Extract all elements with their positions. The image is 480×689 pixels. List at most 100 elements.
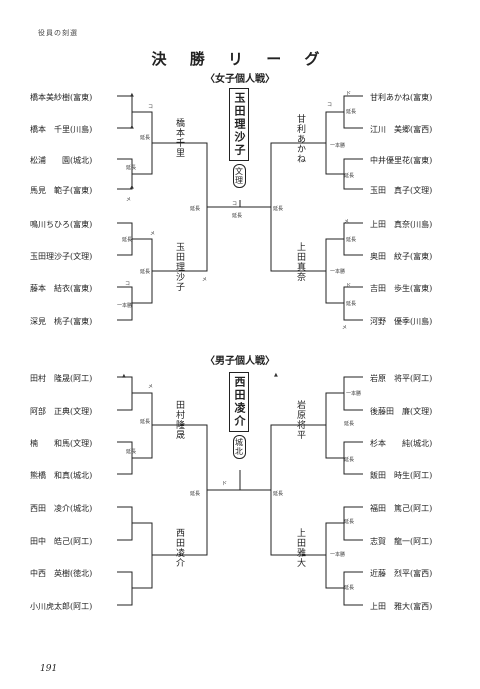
mark-ko: コ [148,104,154,110]
player-m-l5: 田中 皓己(阿工) [30,537,93,546]
mark-encho: 延長 [140,135,151,141]
mark-triangle: ▲ [130,92,134,98]
mark-encho: 延長 [346,237,357,243]
semi-m-right-top: 岩原将平 [295,400,305,440]
player-w-l7: 深見 桃子(富東) [30,317,93,326]
player-m-l1: 阿部 正典(文理) [30,407,93,416]
semi-w-left-bottom: 玉田理沙子 [174,242,184,292]
player-w-r1: 江川 美郷(富西) [370,125,433,134]
mark-me: メ [148,384,154,390]
player-m-r0: 岩原 将平(阿工) [370,374,433,383]
page-header: 役員の刻選 [38,29,78,37]
mark-encho: 延長 [344,585,355,591]
player-w-r3: 玉田 真子(文理) [370,186,433,195]
player-w-l3: 馬見 範子(富東) [30,186,93,195]
mark-me: メ [126,197,132,203]
mark-ko: コ [327,102,333,108]
player-m-l0: 田村 隆晟(阿工) [30,374,93,383]
mark-me: メ [150,231,156,237]
section-subtitle-women: 〈女子個人戦〉 [205,74,275,85]
player-m-r4: 福田 篤己(阿工) [370,504,433,513]
player-w-r5: 奥田 紋子(富東) [370,252,433,261]
section-subtitle-men: 〈男子個人戦〉 [205,356,275,367]
player-m-r6: 近藤 烈平(富西) [370,569,433,578]
mark-ippon: 一本勝 [346,391,362,397]
player-w-r0: 甘利あかね(富東) [370,93,433,102]
player-m-r3: 飯田 時生(阿工) [370,471,433,480]
player-w-r4: 上田 真奈(川島) [370,220,433,229]
mark-encho: 延長 [346,301,357,307]
player-w-r7: 河野 優季(川島) [370,317,433,326]
champion-women-school: 文理 [232,164,246,188]
mark-ippon: 一本勝 [330,143,346,149]
player-m-r5: 志賀 龍一(阿工) [370,537,433,546]
page-number: 191 [40,664,58,674]
bracket-m-l-r1a [117,376,133,411]
mark-encho: 延長 [140,269,151,275]
player-m-l4: 西田 凌介(城北) [30,504,93,513]
mark-encho: 延長 [190,491,201,497]
page-title: 決 勝 リ ー グ [151,50,329,68]
mark-ippon: 一本勝 [330,269,346,275]
champion-men-name: 西田凌介 [229,372,249,432]
player-w-l5: 玉田理沙子(文理) [30,252,93,261]
mark-ko: コ [232,201,238,207]
mark-encho: 延長 [344,173,355,179]
mark-me: メ [342,325,348,331]
mark-encho: 延長 [273,491,284,497]
mark-ko: コ [125,281,131,287]
mark-encho: 延長 [122,237,133,243]
player-w-r2: 中井優里花(富東) [370,156,433,165]
semi-w-left-top: 橋本千里 [174,118,184,158]
player-w-l6: 藤本 結衣(富東) [30,284,93,293]
mark-do: ド [222,481,228,487]
mark-triangle: ▲ [274,372,278,378]
bracket-m-l-r1b [117,441,133,475]
mark-me: メ [344,219,350,225]
mark-encho: 延長 [344,421,355,427]
player-w-l4: 鳴川ちひろ(富東) [30,220,93,229]
mark-encho: 延長 [140,419,151,425]
mark-encho: 延長 [273,206,284,212]
bracket-m-l-r2b [132,522,153,589]
mark-triangle: ▲ [130,184,134,190]
player-m-l6: 中西 英樹(徳北) [30,569,93,578]
bracket-m-l-r1c [117,506,133,541]
player-w-l1: 橋本 千里(川島) [30,125,93,134]
mark-triangle: ▲ [130,124,134,130]
player-w-l0: 橋本美紗樹(富東) [30,93,93,102]
bracket-m-l-r1d [117,571,133,606]
mark-do: ド [346,91,352,97]
mark-encho: 延長 [126,165,137,171]
mark-encho: 延長 [344,457,355,463]
mark-encho: 延長 [344,519,355,525]
semi-m-right-bottom: 上田雅大 [295,528,305,568]
player-m-r2: 杉本 純(城北) [370,439,433,448]
mark-ippon: 一本勝 [330,552,346,558]
champion-men-school: 城北 [232,435,246,459]
champion-women-name: 玉田理沙子 [229,88,249,161]
mark-encho: 延長 [190,206,201,212]
mark-encho: 延長 [346,109,357,115]
mark-ippon: 一本勝 [117,303,133,309]
mark-encho: 延長 [126,449,137,455]
champion-women: 玉田理沙子 文理 [229,88,249,188]
player-m-l3: 熊橋 和真(城北) [30,471,93,480]
semi-w-right-top: 甘利あかね [295,114,305,164]
bracket-m-r-r2a [325,392,344,459]
mark-encho: 延長 [232,213,243,219]
player-w-l2: 松浦 園(城北) [30,156,93,165]
player-m-l2: 楠 和馬(文理) [30,439,93,448]
mark-me: メ [202,277,208,283]
player-m-r1: 後藤田 廉(文理) [370,407,433,416]
mark-triangle: ▲ [122,373,126,379]
player-m-r7: 上田 雅大(富西) [370,602,433,611]
player-w-r6: 吉田 歩生(富東) [370,284,433,293]
player-m-l7: 小川虎太郎(阿工) [30,602,93,611]
mark-do: ド [346,283,352,289]
semi-w-right-bottom: 上田真奈 [295,242,305,282]
champion-men: 西田凌介 城北 [229,372,249,459]
semi-m-left-bottom: 西田凌介 [174,528,184,568]
semi-m-left-top: 田村隆晟 [174,400,184,440]
